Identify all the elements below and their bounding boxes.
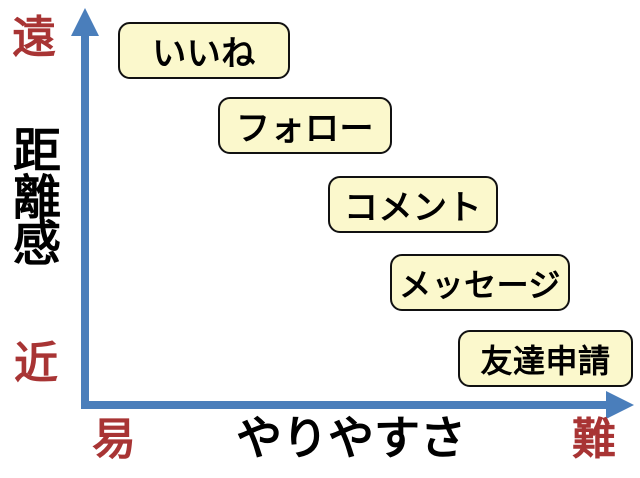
x-axis-title: やりやすさ [236,411,466,465]
node-box[interactable]: いいね [118,22,290,79]
y-axis-title-char-3: 感 [12,216,61,273]
node-box[interactable]: コメント [328,176,498,233]
node-box[interactable]: フォロー [218,97,392,154]
node-box-label: 友達申請 [480,341,611,380]
y-axis-title-char-2: 離 [12,169,61,226]
node-box[interactable]: 友達申請 [458,330,633,387]
y-axis-high-label: 遠 [12,12,56,63]
node-box-label: フォロー [236,109,374,149]
node-box-label: いいね [152,34,256,74]
y-axis-title: 距 離 感 [6,123,68,273]
x-axis-high-label: 難 [572,414,616,465]
node-box[interactable]: メッセージ [390,254,570,311]
y-axis-shaft [81,32,89,409]
x-axis-low-label: 易 [92,414,136,465]
y-axis-title-char-1: 距 [12,123,61,179]
x-axis-shaft [81,401,612,409]
node-box-label: コメント [344,188,482,228]
y-axis-low-label: 近 [14,338,58,389]
y-axis-arrowhead [71,8,99,36]
node-box-label: メッセージ [399,265,561,304]
